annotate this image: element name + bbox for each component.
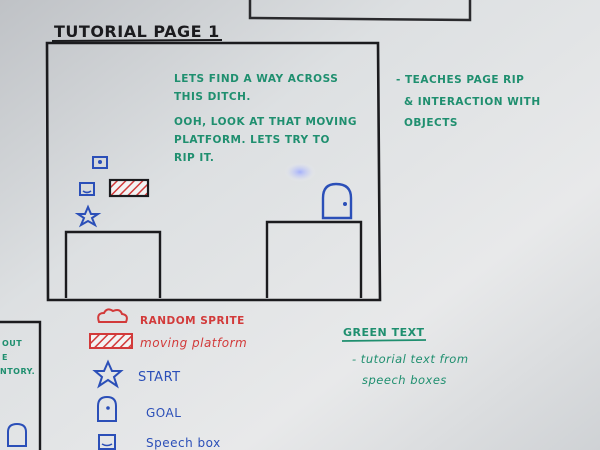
- left-ground-block: [64, 230, 162, 298]
- tutorial-text-line: THIS DITCH.: [174, 91, 251, 103]
- title-underline: [51, 39, 223, 42]
- legend-goal-label: GOAL: [146, 406, 181, 420]
- speech-box-legend-icon: [98, 434, 116, 450]
- tutorial-text-line: PLATFORM. LETS TRY TO: [174, 134, 330, 146]
- side-note-line: OBJECTS: [404, 117, 458, 129]
- green-text-heading: GREEN TEXT: [343, 326, 425, 339]
- side-note-line: - TEACHES PAGE RIP: [396, 74, 524, 86]
- light-glare: [284, 162, 316, 182]
- start-star-icon: [74, 204, 102, 228]
- legend-random-sprite-label: RANDOM SPRITE: [140, 315, 245, 327]
- speech-box-icon: [92, 156, 108, 169]
- top-page-frame: [248, 0, 472, 22]
- goal-door-icon: [321, 182, 353, 220]
- tutorial-text-line: RIP IT.: [174, 152, 214, 164]
- level-frame: [45, 41, 382, 302]
- start-legend-star-icon: [92, 359, 124, 389]
- moving-platform-sprite: [108, 178, 150, 198]
- side-note-line: & INTERACTION WITH: [404, 96, 541, 108]
- green-text-line: speech boxes: [362, 373, 447, 387]
- left-cut-text: OUT: [2, 339, 22, 348]
- page-title: TUTORIAL PAGE 1: [54, 22, 220, 41]
- left-cut-text: NTORY.: [0, 367, 35, 376]
- legend-moving-platform-label: moving platform: [140, 336, 247, 350]
- tutorial-text-line: LETS FIND A WAY ACROSS: [174, 73, 338, 85]
- left-page-frame: [0, 320, 42, 450]
- left-cut-text: E: [2, 353, 8, 362]
- green-text-line: - tutorial text from: [352, 352, 469, 366]
- moving-platform-legend-icon: [89, 333, 133, 349]
- left-goal-door-icon: [7, 422, 27, 447]
- random-sprite-cloud-icon: [97, 308, 128, 323]
- legend-start-label: START: [138, 370, 181, 385]
- tutorial-text-line: OOH, LOOK AT THAT MOVING: [174, 116, 357, 128]
- speech-box-icon: [79, 182, 95, 196]
- legend-speech-box-label: Speech box: [146, 436, 221, 450]
- green-text-underline: [341, 339, 427, 342]
- right-ground-block: [265, 220, 363, 298]
- goal-legend-door-icon: [97, 395, 117, 422]
